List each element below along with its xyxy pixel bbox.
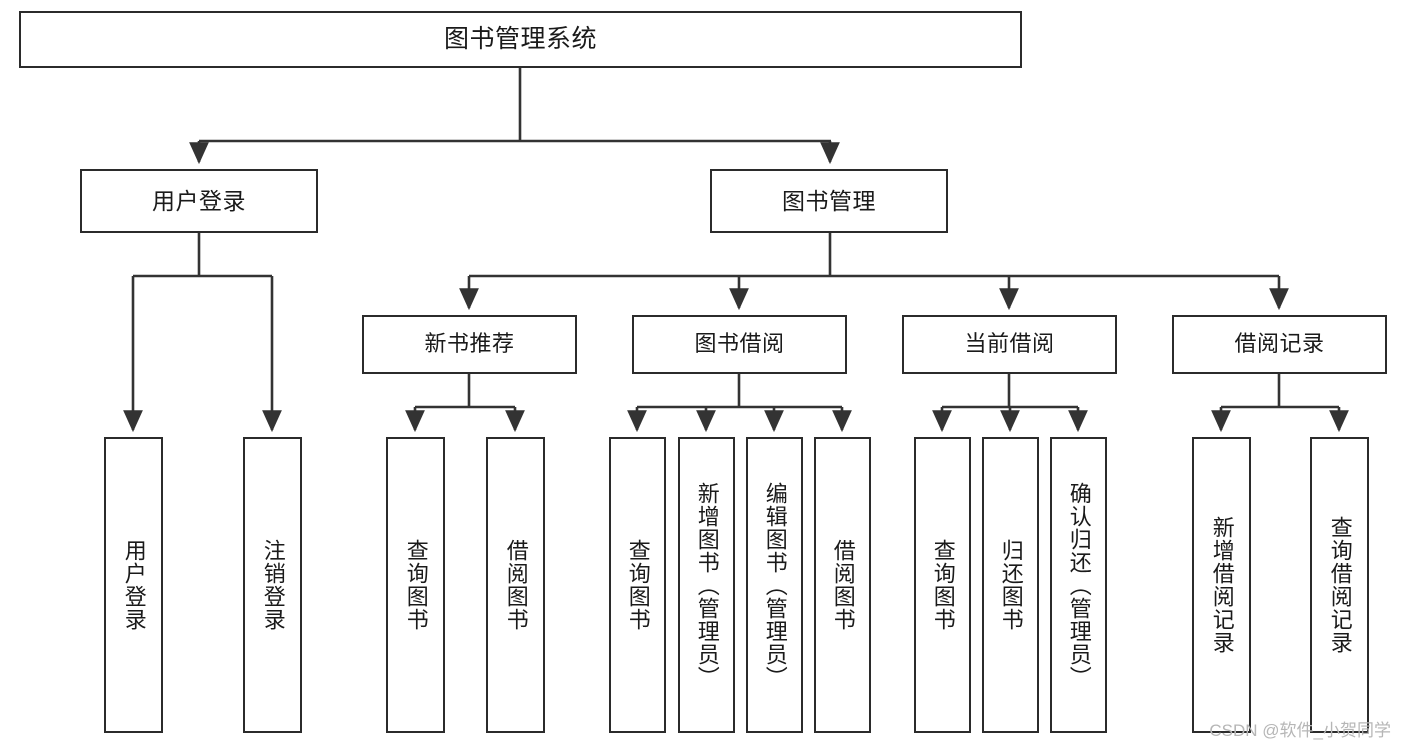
node-current-borrow-label: 当前借阅 <box>964 331 1055 357</box>
node-leaf-query-record[interactable]: 查询借阅记录 <box>1310 437 1369 733</box>
node-leaf-query-book-cur-label: 查询图书 <box>930 539 956 631</box>
node-leaf-edit-book[interactable]: 编辑图书（管理员） <box>746 437 803 733</box>
node-leaf-logout-login[interactable]: 注销登录 <box>243 437 302 733</box>
node-leaf-add-book-label: 新增图书（管理员） <box>694 481 720 689</box>
node-borrow-record[interactable]: 借阅记录 <box>1172 315 1387 374</box>
node-borrow-record-label: 借阅记录 <box>1234 331 1325 357</box>
node-leaf-confirm-return-label: 确认归还（管理员） <box>1066 481 1092 689</box>
node-new-book-recommend-label: 新书推荐 <box>424 331 515 357</box>
node-user-login-label: 用户登录 <box>152 187 246 214</box>
node-root[interactable]: 图书管理系统 <box>19 11 1022 68</box>
node-book-borrow-label: 图书借阅 <box>694 331 785 357</box>
node-leaf-return-book-label: 归还图书 <box>998 539 1024 631</box>
node-leaf-user-login-label: 用户登录 <box>121 539 147 631</box>
node-leaf-query-book-rec[interactable]: 查询图书 <box>386 437 445 733</box>
node-leaf-query-book-rec-label: 查询图书 <box>403 539 429 631</box>
node-leaf-borrow-book-rec-label: 借阅图书 <box>503 539 529 631</box>
node-leaf-add-record[interactable]: 新增借阅记录 <box>1192 437 1251 733</box>
node-current-borrow[interactable]: 当前借阅 <box>902 315 1117 374</box>
node-leaf-confirm-return[interactable]: 确认归还（管理员） <box>1050 437 1107 733</box>
node-leaf-add-book[interactable]: 新增图书（管理员） <box>678 437 735 733</box>
node-leaf-borrow-book-rec[interactable]: 借阅图书 <box>486 437 545 733</box>
node-leaf-return-book[interactable]: 归还图书 <box>982 437 1039 733</box>
node-leaf-borrow-book-label: 借阅图书 <box>830 539 856 631</box>
node-book-borrow[interactable]: 图书借阅 <box>632 315 847 374</box>
watermark-text: CSDN @软件_小贺同学 <box>1209 721 1391 740</box>
node-leaf-query-book-borrow[interactable]: 查询图书 <box>609 437 666 733</box>
node-book-manage-label: 图书管理 <box>782 187 876 214</box>
node-leaf-user-login[interactable]: 用户登录 <box>104 437 163 733</box>
node-leaf-logout-login-label: 注销登录 <box>260 539 286 631</box>
node-leaf-query-book-cur[interactable]: 查询图书 <box>914 437 971 733</box>
node-leaf-query-book-borrow-label: 查询图书 <box>625 539 651 631</box>
node-leaf-add-record-label: 新增借阅记录 <box>1209 516 1235 654</box>
node-root-label: 图书管理系统 <box>443 25 597 54</box>
node-leaf-edit-book-label: 编辑图书（管理员） <box>762 481 788 689</box>
node-leaf-borrow-book[interactable]: 借阅图书 <box>814 437 871 733</box>
node-leaf-query-record-label: 查询借阅记录 <box>1327 516 1353 654</box>
node-new-book-recommend[interactable]: 新书推荐 <box>362 315 577 374</box>
node-user-login[interactable]: 用户登录 <box>80 169 318 233</box>
node-book-manage[interactable]: 图书管理 <box>710 169 948 233</box>
